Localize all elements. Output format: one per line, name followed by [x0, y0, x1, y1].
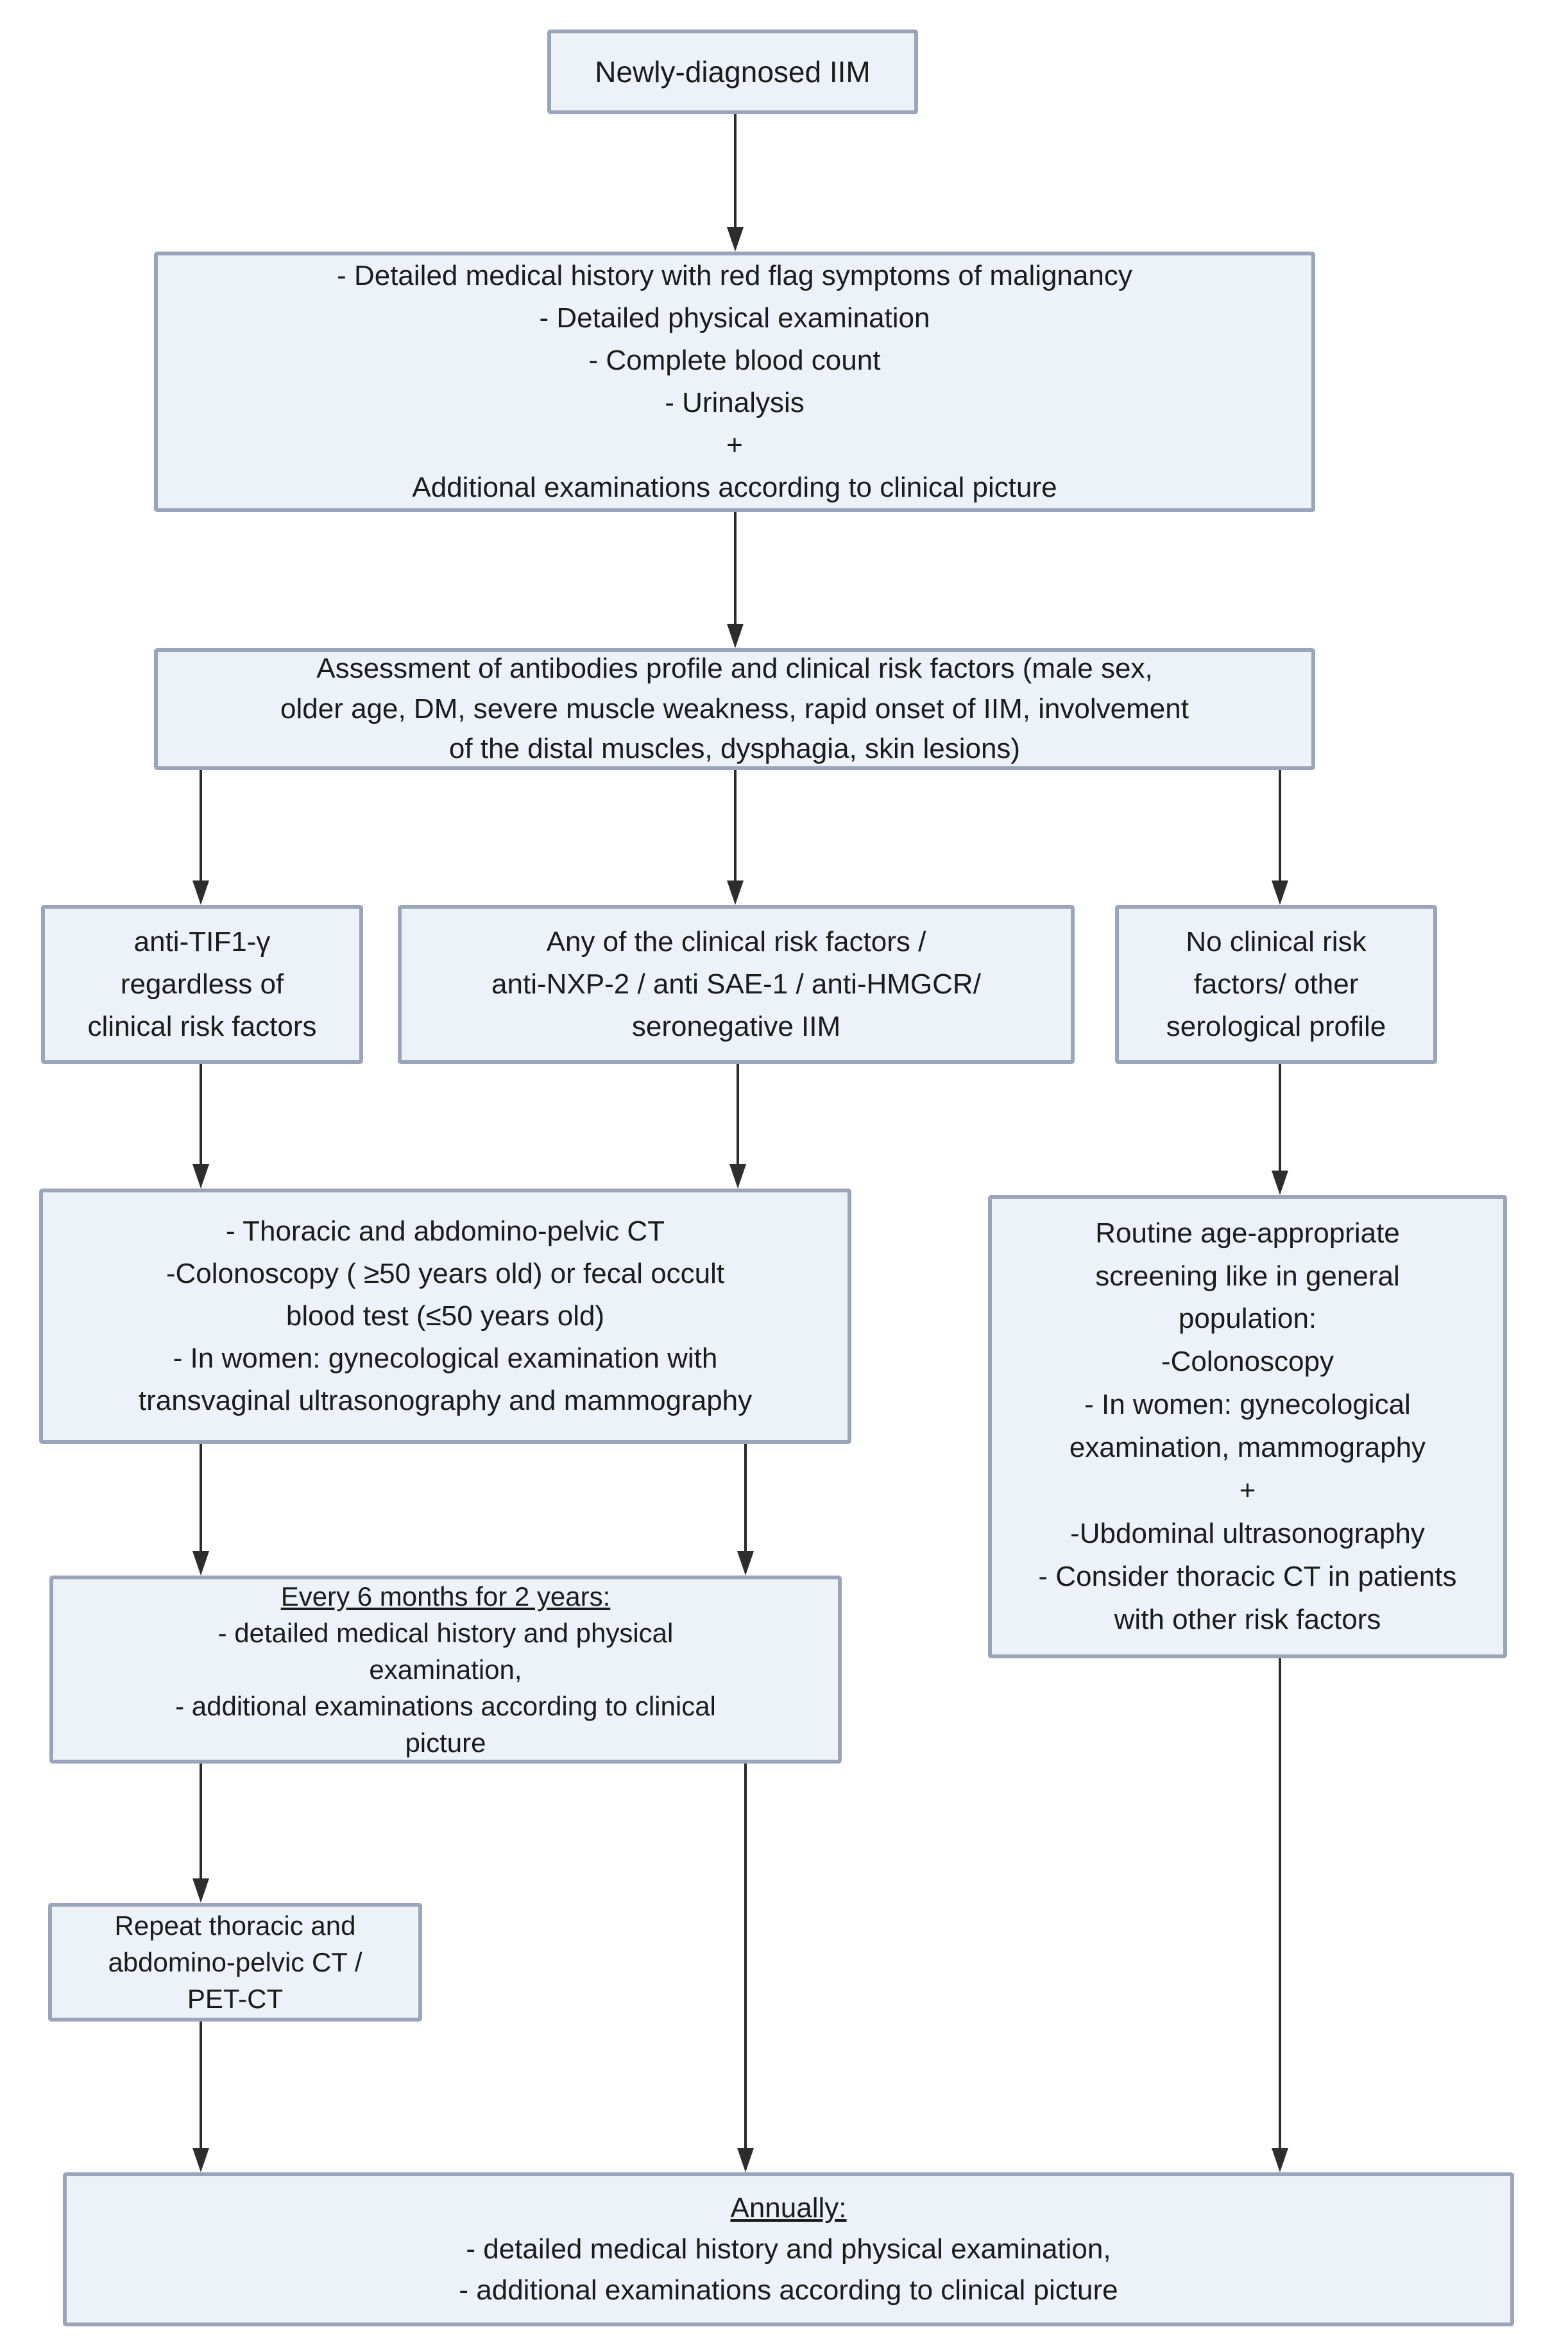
arrow-assessment-to-no-risk: [1270, 770, 1290, 905]
node-clinical-risk-factors: Any of the clinical risk factors / anti-…: [398, 905, 1075, 1064]
node-heading: Annually:: [730, 2192, 847, 2224]
arrow-assessment-to-risk-factors: [726, 770, 745, 905]
node-text: - Detailed medical history with red flag…: [337, 260, 1132, 503]
node-text: - detailed medical history and physical …: [175, 1617, 716, 1758]
node-repeat-ct: Repeat thoracic and abdomino-pelvic CT /…: [48, 1903, 422, 2022]
node-every-6-months: Every 6 months for 2 years: - detailed m…: [49, 1576, 842, 1764]
node-text: Newly-diagnosed IIM: [595, 55, 871, 89]
node-antibody-assessment: Assessment of antibodies profile and cli…: [154, 648, 1315, 770]
arrow-routine-to-annually: [1270, 1658, 1290, 2172]
node-text: Any of the clinical risk factors / anti-…: [491, 926, 981, 1042]
node-routine-screening: Routine age-appropriate screening like i…: [988, 1195, 1507, 1658]
arrow-no-risk-to-routine: [1270, 1064, 1290, 1195]
arrow-start-to-workup: [726, 114, 745, 252]
node-text: No clinical risk factors/ other serologi…: [1166, 926, 1386, 1042]
node-text: Routine age-appropriate screening like i…: [1038, 1217, 1457, 1635]
arrow-anti-tif1-to-enhanced: [191, 1064, 210, 1189]
arrow-risk-factors-to-enhanced: [728, 1064, 747, 1189]
arrow-every6-to-annually: [736, 1764, 755, 2172]
node-annually: Annually: - detailed medical history and…: [63, 2172, 1514, 2326]
node-text: - detailed medical history and physical …: [459, 2233, 1118, 2306]
node-text: Repeat thoracic and abdomino-pelvic CT /…: [108, 1910, 362, 2014]
node-no-risk-factors: No clinical risk factors/ other serologi…: [1115, 905, 1437, 1064]
node-text: - Thoracic and abdomino-pelvic CT -Colon…: [138, 1215, 753, 1416]
node-text: anti-TIF1-γ regardless of clinical risk …: [87, 926, 317, 1042]
arrow-every6-to-repeat-ct: [191, 1764, 210, 1903]
node-anti-tif1-gamma: anti-TIF1-γ regardless of clinical risk …: [41, 905, 363, 1064]
arrow-workup-to-assessment: [726, 512, 745, 648]
node-initial-workup: - Detailed medical history with red flag…: [154, 252, 1315, 512]
arrow-assessment-to-anti-tif1: [191, 770, 210, 905]
arrow-repeat-ct-to-annually: [191, 2022, 210, 2172]
node-enhanced-screening: - Thoracic and abdomino-pelvic CT -Colon…: [39, 1189, 851, 1444]
arrow-enhanced-to-every6-right: [736, 1444, 755, 1576]
node-heading: Every 6 months for 2 years:: [280, 1581, 611, 1611]
node-text: Assessment of antibodies profile and cli…: [280, 653, 1189, 765]
node-newly-diagnosed-iim: Newly-diagnosed IIM: [547, 30, 918, 114]
arrow-enhanced-to-every6-left: [191, 1444, 210, 1576]
